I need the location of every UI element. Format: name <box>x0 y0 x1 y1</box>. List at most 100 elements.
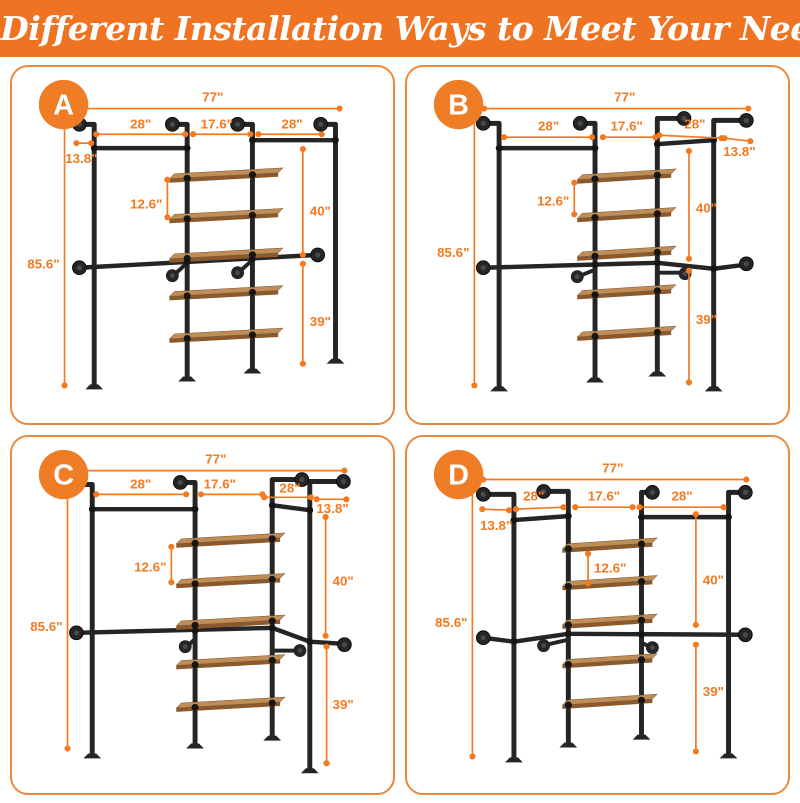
pipe-tee-joint-icon <box>564 512 572 520</box>
pipe-rod <box>511 513 571 523</box>
dim-endpoint-dot <box>93 491 100 498</box>
pipe-tee-joint-icon <box>638 631 645 639</box>
shelf-board-front <box>562 658 653 669</box>
dim-endpoint-dot <box>685 267 693 274</box>
pipe-tee-joint-icon <box>268 656 276 665</box>
dim-endpoint-dot <box>336 105 343 112</box>
dim-endpoint-dot <box>318 131 325 138</box>
dim-endpoint-dot <box>197 491 205 498</box>
pipe-tee-joint-icon <box>191 580 199 588</box>
pipe-tee-joint-icon <box>653 140 661 148</box>
dim-endpoint-dot <box>692 641 699 648</box>
pipe-tee-joint-icon <box>268 624 276 632</box>
pipe-foot-icon <box>85 384 104 390</box>
shelf-board-top <box>175 614 286 627</box>
shelf-board-top <box>561 653 658 665</box>
shelf-board-top <box>576 325 677 338</box>
pipe-column <box>480 120 502 390</box>
dim-endpoint-dot <box>469 753 476 760</box>
shelf-board-top <box>175 573 286 585</box>
dim-endpoint-dot <box>743 476 750 483</box>
dim-line-wall_depth <box>724 137 751 143</box>
installation-panel-c: 77"28"17.6"28"13.8"85.6"12.6"40"39"C <box>10 435 395 795</box>
dim-endpoint-dot <box>323 643 330 650</box>
shelf-board-front <box>562 542 653 553</box>
pipe-tee-joint-icon <box>90 144 98 152</box>
pipe-tee-joint-icon <box>591 175 599 183</box>
wall-flange-hub-icon <box>681 115 687 121</box>
dim-endpoint-dot <box>322 514 329 521</box>
pipe-tee-joint-icon <box>591 252 599 260</box>
dim-endpoint-dot <box>255 131 262 138</box>
panel-badge <box>38 79 89 130</box>
pipe-tee-joint-icon <box>637 616 646 624</box>
dim-label-total_width: 77" <box>614 90 635 105</box>
wall-flange-hub-icon <box>299 476 305 483</box>
installation-panel-b: 77"28"17.6"28"13.8"85.6"12.6"40"39"B <box>405 65 790 425</box>
dim-label-left_bay: 28" <box>130 116 151 131</box>
pipe-tee-joint-icon <box>191 661 199 669</box>
dim-label-upper_height: 40" <box>696 200 717 215</box>
shelf-board-top <box>168 285 284 297</box>
shelf-board-front <box>577 250 672 261</box>
wall-stub-pipe <box>544 637 571 647</box>
rack-diagram-d: 77"28"17.6"28"13.8"85.6"12.6"40"39"D <box>433 449 753 763</box>
dim-endpoint-dot <box>164 214 171 221</box>
dim-endpoint-dot <box>721 135 728 142</box>
pipe-tee-joint-icon <box>564 621 572 629</box>
pipe-foot-icon <box>505 757 523 763</box>
dim-endpoint-dot <box>599 134 607 141</box>
dim-label-shelf_gap: 12.6" <box>594 560 626 575</box>
wall-flange-hub-icon <box>76 265 82 271</box>
shelf-board-front <box>577 173 672 184</box>
pipe-tee-joint-icon <box>637 578 646 586</box>
pipe-tee-joint-icon <box>495 144 503 152</box>
dim-endpoint-dot <box>61 382 68 389</box>
dim-label-right_bay: 28" <box>281 116 302 131</box>
pipe-foot-icon <box>300 768 319 774</box>
pipe-tee-joint-icon <box>268 535 276 543</box>
pipe-tee-joint-icon <box>653 259 661 267</box>
pipe-foot-icon <box>263 735 282 741</box>
pipe-tee-joint-icon <box>183 334 191 343</box>
dim-line-left_bay <box>515 506 564 511</box>
dim-endpoint-dot <box>685 255 693 262</box>
dim-endpoint-dot <box>512 506 519 513</box>
dim-label-lower_height: 39" <box>310 314 331 329</box>
shelf-board-front <box>176 578 281 589</box>
pipe-tee-joint-icon <box>191 539 199 547</box>
pipe-tee-joint-icon <box>88 505 96 513</box>
dim-endpoint-dot <box>183 491 190 498</box>
pipe-tee-joint-icon <box>332 136 339 144</box>
pipe-rod <box>511 631 571 644</box>
pipe-foot-icon <box>704 386 723 392</box>
pipe-tee-joint-icon <box>183 144 191 152</box>
dim-endpoint-dot <box>636 504 643 511</box>
dim-endpoint-dot <box>341 467 348 474</box>
dim-endpoint-dot <box>656 132 663 139</box>
pipe-foot-icon <box>719 753 738 759</box>
pipe-tee-joint-icon <box>268 501 276 509</box>
pipe-column <box>480 491 517 761</box>
dim-endpoint-dot <box>247 131 254 138</box>
title-banner: 4 Different Installation Ways to Meet Yo… <box>0 0 800 57</box>
dim-label-left_bay: 28" <box>130 476 151 491</box>
dim-line-wall_depth <box>482 508 510 512</box>
dim-label-wall_depth: 13.8" <box>480 518 512 533</box>
wall-flange-hub-icon <box>743 261 749 267</box>
pipe-tee-joint-icon <box>510 516 518 524</box>
rack-diagram-b: 77"28"17.6"28"13.8"85.6"12.6"40"39"B <box>433 79 756 392</box>
dim-label-lower_height: 39" <box>703 684 724 699</box>
pipe-foot-icon <box>326 358 345 364</box>
installation-panels-grid: 77"28"17.6"28"13.8"85.6"12.6"40"39"A 77"… <box>0 57 800 803</box>
pipe-rod <box>77 252 320 270</box>
pipe-tee-joint-icon <box>564 545 572 553</box>
dim-endpoint-dot <box>585 550 592 557</box>
pipe-tee-joint-icon <box>183 215 191 223</box>
wall-flange-hub-icon <box>480 635 486 641</box>
shelf-board-front <box>176 619 281 630</box>
wall-flange-hub-icon <box>318 121 324 127</box>
dim-label-upper_height: 40" <box>310 203 331 218</box>
installation-panel-a: 77"28"17.6"28"13.8"85.6"12.6"40"39"A <box>10 65 395 425</box>
panel-badge-letter: A <box>53 89 74 121</box>
